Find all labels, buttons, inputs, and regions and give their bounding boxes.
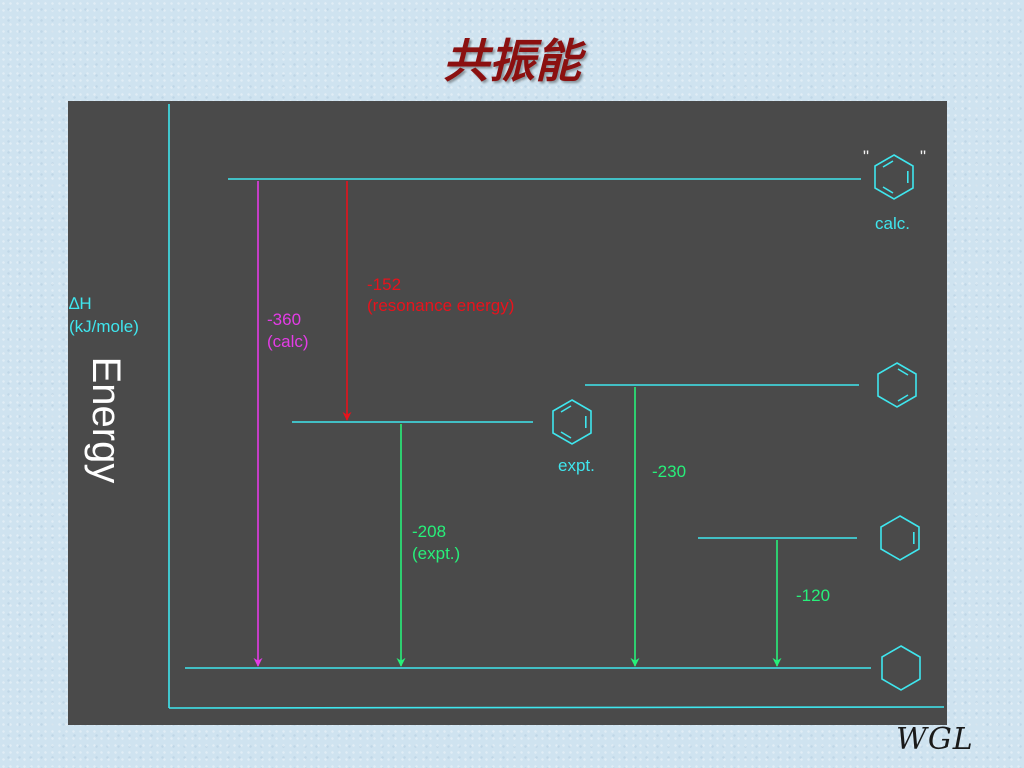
calc-label: calc.	[875, 214, 910, 233]
cyclohexene-icon	[880, 515, 920, 561]
diene-value-label: -230	[652, 462, 687, 481]
resonance-value-label: -152	[367, 275, 402, 294]
calc-note-label: (calc)	[267, 332, 309, 351]
alkene-value-label: -120	[796, 586, 831, 605]
expt-value-label: -208	[412, 522, 447, 541]
energy-diagram-panel	[68, 101, 947, 725]
quote-open: "	[863, 147, 870, 166]
calc-value-label: -360	[267, 310, 302, 329]
cyclohexatriene-icon	[874, 154, 914, 200]
energy-diagram	[168, 104, 945, 709]
energy-axis-label: Energy	[84, 356, 128, 484]
benzene-icon	[552, 399, 592, 445]
expt-label: expt.	[558, 456, 595, 475]
quote-close: "	[920, 147, 927, 166]
expt-note-label: (expt.)	[412, 544, 461, 563]
cyclohexane-icon	[881, 645, 921, 691]
delta-h-label: ∆H	[69, 294, 92, 313]
slide-title: 共振能	[443, 34, 581, 88]
x-axis-line	[168, 706, 945, 709]
cyclohexadiene-icon	[877, 362, 917, 408]
wgl-watermark: WGL	[896, 722, 974, 757]
unit-label: (kJ/mole)	[69, 317, 139, 336]
resonance-note-label: (resonance energy)	[367, 296, 515, 315]
